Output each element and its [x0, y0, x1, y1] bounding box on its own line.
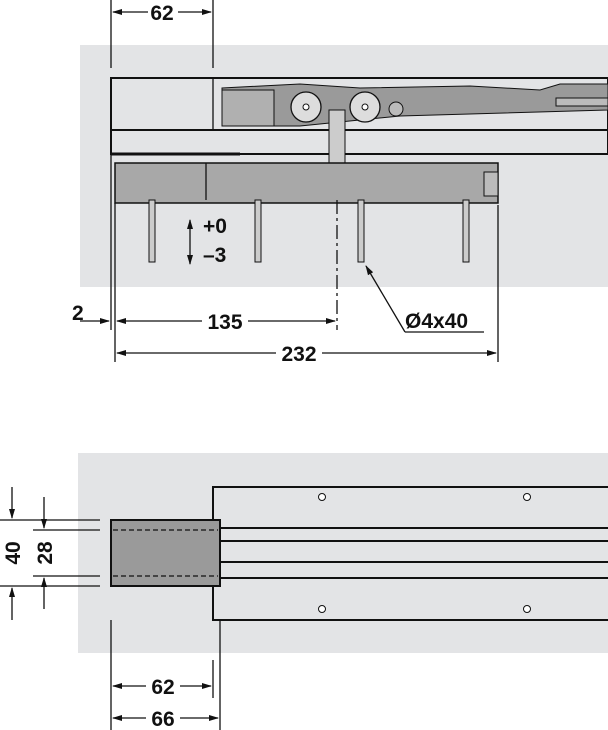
end-cap-block: [110, 519, 221, 587]
dim-label-66: 66: [151, 708, 174, 730]
mounting-hole: [523, 605, 531, 613]
screw-spec-label: Ø4x40: [405, 310, 468, 333]
dim-label-232: 232: [281, 343, 316, 366]
mounting-hole: [318, 493, 326, 501]
mounting-hole: [523, 493, 531, 501]
dim-label-2: 2: [72, 302, 84, 325]
dim-label-62-bottom: 62: [151, 676, 174, 699]
dim-label-62-top: 62: [150, 2, 173, 25]
door-profile: [114, 162, 499, 204]
mounting-hole: [318, 605, 326, 613]
adjust-minus-label: –3: [203, 244, 226, 267]
plan-view: 40 28 62 66: [0, 453, 608, 730]
dim-label-135: 135: [207, 311, 242, 334]
screw: [254, 199, 262, 263]
side-section-view: 62: [72, 0, 608, 366]
dim-label-28: 28: [34, 541, 57, 565]
screw: [357, 199, 365, 263]
adjust-plus-label: +0: [203, 215, 227, 238]
screw: [148, 199, 156, 263]
dim-label-40: 40: [2, 541, 25, 564]
screw: [462, 199, 470, 263]
fixing-screws: [148, 199, 470, 263]
